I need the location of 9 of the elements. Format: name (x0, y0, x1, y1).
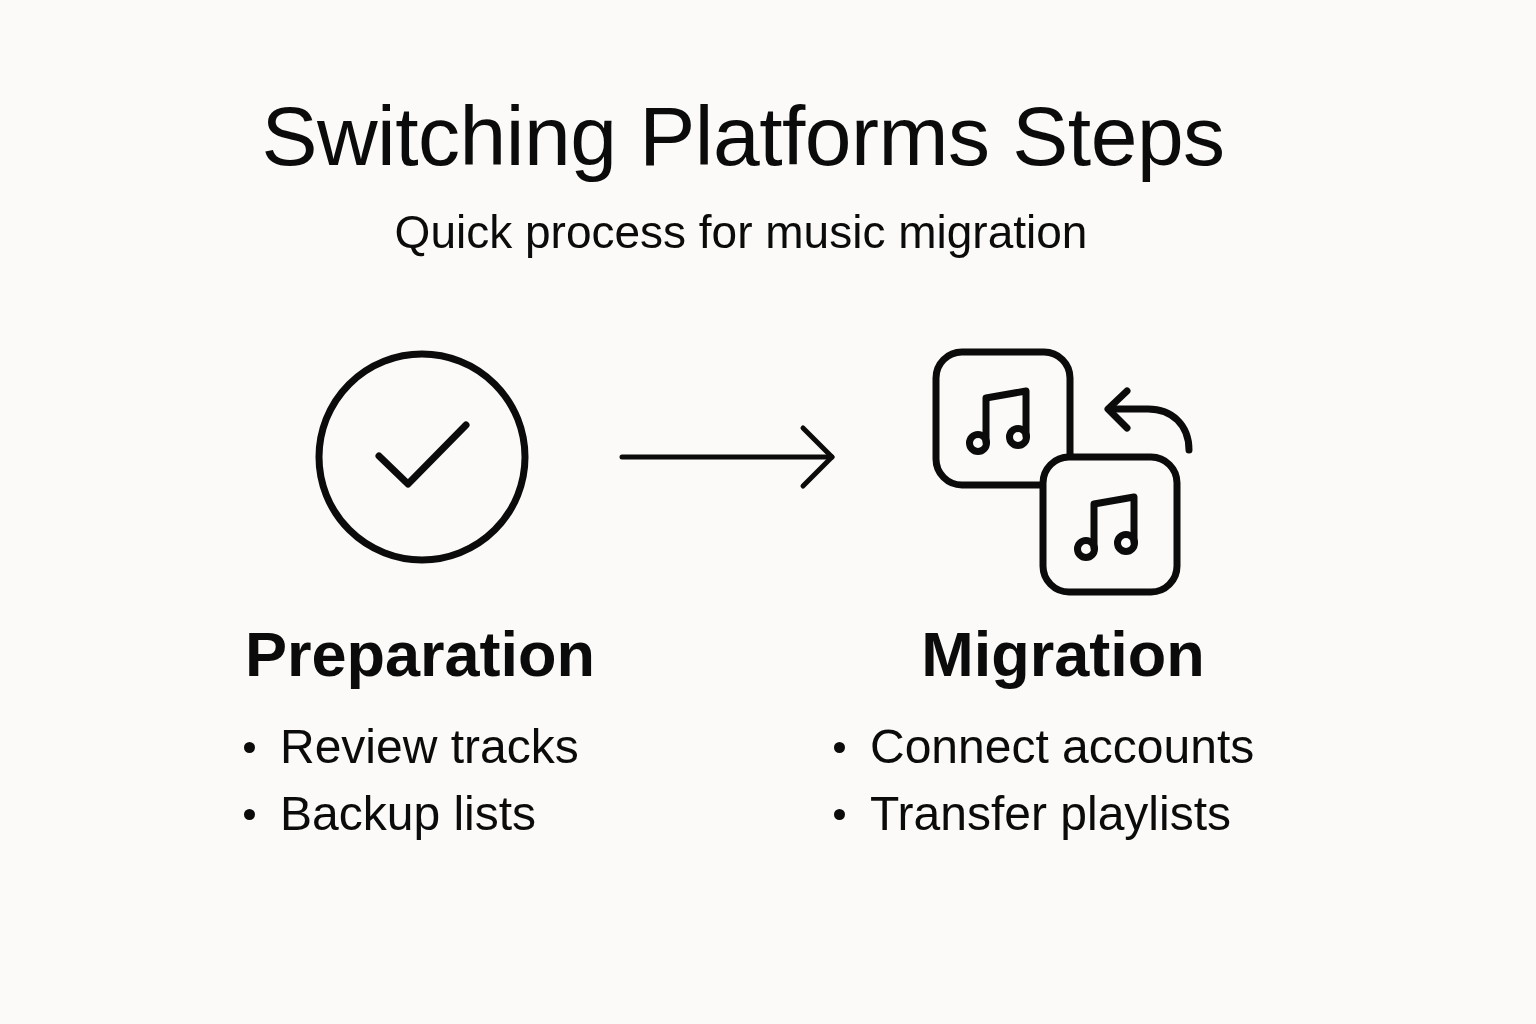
list-item: Connect accounts (834, 719, 1255, 775)
step-heading: Migration (921, 618, 1205, 691)
title: Switching Platforms Steps (261, 88, 1225, 185)
arrow (619, 425, 835, 489)
step-heading: Preparation (244, 618, 596, 691)
subtitle: Quick process for music migration (394, 206, 1088, 259)
list-item: Backup lists (244, 786, 537, 842)
list-item: Review tracks (244, 719, 579, 775)
list-item: Transfer playlists (834, 786, 1231, 842)
